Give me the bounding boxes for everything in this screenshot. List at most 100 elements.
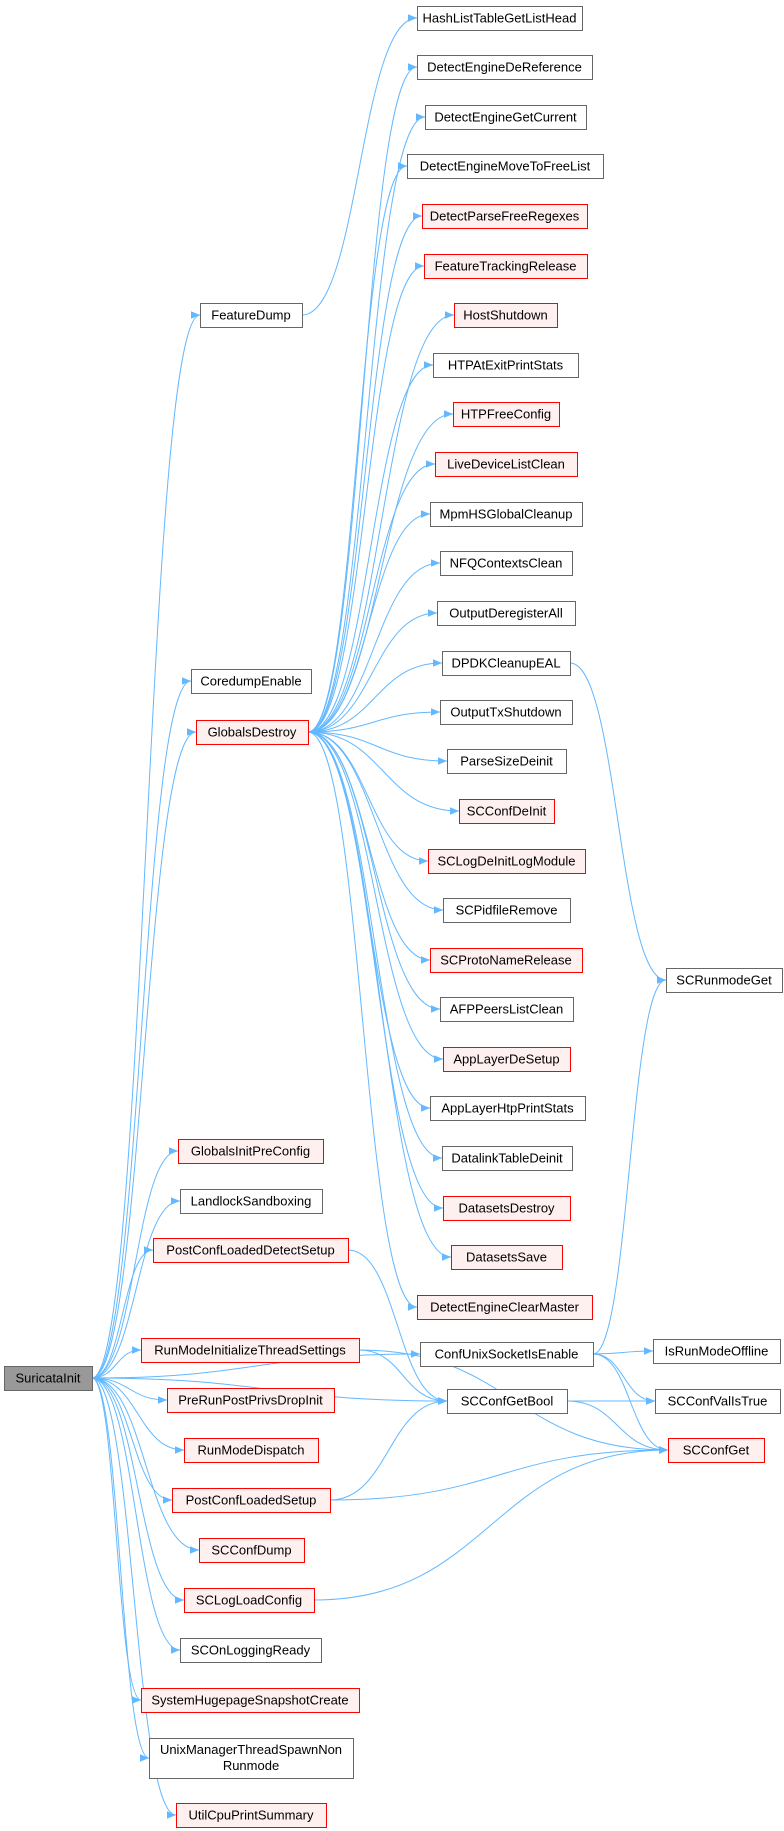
node-box bbox=[167, 1388, 335, 1413]
node-host-shutdown[interactable]: HostShutdown bbox=[454, 303, 558, 328]
edge-globals-destroy-to-nfq-contexts-clean bbox=[307, 559, 441, 733]
node-sc-on-logging-ready[interactable]: SCOnLoggingReady bbox=[180, 1638, 322, 1663]
node-globals-init-pre-config[interactable]: GlobalsInitPreConfig bbox=[178, 1139, 324, 1164]
edge-suricata-init-to-feature-dump bbox=[91, 311, 201, 1379]
node-label: UtilCpuPrintSummary bbox=[189, 1808, 314, 1823]
node-detect-engine-clear-master[interactable]: DetectEngineClearMaster bbox=[417, 1295, 593, 1320]
edge-globals-destroy-to-host-shutdown bbox=[307, 311, 455, 733]
node-parse-size-deinit[interactable]: ParseSizeDeinit bbox=[447, 749, 567, 774]
node-box bbox=[191, 669, 312, 694]
node-sc-log-de-init-log-module[interactable]: SCLogDeInitLogModule bbox=[428, 849, 586, 874]
edge-globals-destroy-to-app-layer-de-setup bbox=[307, 731, 444, 1063]
node-label: MpmHSGlobalCleanup bbox=[440, 507, 573, 522]
node-label: SCPidfileRemove bbox=[456, 903, 558, 918]
node-is-run-mode-offline[interactable]: IsRunModeOffline bbox=[653, 1339, 781, 1364]
node-dpdk-cleanup-eal[interactable]: DPDKCleanupEAL bbox=[442, 651, 571, 676]
node-afp-peers-list-clean[interactable]: AFPPeersListClean bbox=[440, 997, 574, 1022]
node-nfq-contexts-clean[interactable]: NFQContextsClean bbox=[440, 551, 573, 576]
node-label: SCConfDeInit bbox=[467, 804, 547, 819]
node-htp-free-config[interactable]: HTPFreeConfig bbox=[453, 402, 560, 427]
node-post-conf-loaded-setup[interactable]: PostConfLoadedSetup bbox=[172, 1488, 331, 1513]
node-detect-parse-free-regexes[interactable]: DetectParseFreeRegexes bbox=[422, 204, 588, 229]
node-live-device-list-clean[interactable]: LiveDeviceListClean bbox=[435, 452, 578, 477]
node-sc-conf-val-is-true[interactable]: SCConfValIsTrue bbox=[655, 1389, 781, 1414]
node-htp-at-exit-print-stats[interactable]: HTPAtExitPrintStats bbox=[433, 353, 579, 378]
edge-suricata-init-to-landlock-sandboxing bbox=[91, 1197, 181, 1379]
edge-suricata-init-to-run-mode-initialize-thread-settings bbox=[91, 1346, 142, 1379]
node-datasets-destroy[interactable]: DatasetsDestroy bbox=[443, 1196, 571, 1221]
node-label: GlobalsDestroy bbox=[208, 725, 297, 740]
node-sc-conf-dump[interactable]: SCConfDump bbox=[199, 1538, 305, 1563]
node-box bbox=[176, 1803, 327, 1828]
node-util-cpu-print-summary[interactable]: UtilCpuPrintSummary bbox=[176, 1803, 327, 1828]
node-globals-destroy[interactable]: GlobalsDestroy bbox=[196, 720, 309, 745]
node-sc-conf-de-init[interactable]: SCConfDeInit bbox=[459, 799, 555, 824]
node-sc-conf-get-bool[interactable]: SCConfGetBool bbox=[447, 1389, 568, 1414]
node-post-conf-loaded-detect-setup[interactable]: PostConfLoadedDetectSetup bbox=[153, 1238, 349, 1263]
node-label: SCLogLoadConfig bbox=[196, 1593, 302, 1608]
node-feature-dump[interactable]: FeatureDump bbox=[200, 303, 303, 328]
node-sc-log-load-config[interactable]: SCLogLoadConfig bbox=[184, 1588, 315, 1613]
node-box bbox=[417, 55, 593, 80]
node-label: SCConfGet bbox=[683, 1443, 750, 1458]
node-box bbox=[442, 651, 571, 676]
edge-conf-unix-socket-is-enable-to-sc-conf-get bbox=[592, 1353, 669, 1454]
node-sc-pidfile-remove[interactable]: SCPidfileRemove bbox=[443, 898, 571, 923]
node-label: NFQContextsClean bbox=[450, 556, 563, 571]
node-label: SCLogDeInitLogModule bbox=[437, 854, 575, 869]
node-sc-conf-get[interactable]: SCConfGet bbox=[668, 1438, 765, 1463]
node-run-mode-dispatch[interactable]: RunModeDispatch bbox=[184, 1438, 319, 1463]
node-box bbox=[407, 154, 604, 179]
edge-globals-destroy-to-detect-engine-get-current bbox=[307, 113, 426, 733]
edge-suricata-init-to-globals-init-pre-config bbox=[91, 1147, 179, 1379]
node-system-hugepage-snapshot-create[interactable]: SystemHugepageSnapshotCreate bbox=[141, 1688, 360, 1713]
edge-run-mode-initialize-thread-settings-to-sc-conf-get-bool bbox=[358, 1349, 448, 1405]
node-box bbox=[443, 898, 571, 923]
edge-globals-destroy-to-datalink-table-deinit bbox=[307, 731, 443, 1162]
node-output-deregister-all[interactable]: OutputDeregisterAll bbox=[437, 601, 576, 626]
node-label: PostConfLoadedDetectSetup bbox=[166, 1243, 334, 1258]
node-datalink-table-deinit[interactable]: DatalinkTableDeinit bbox=[442, 1146, 573, 1171]
node-box bbox=[666, 968, 783, 993]
node-box bbox=[428, 849, 586, 874]
edge-globals-destroy-to-mpm-hs-global-cleanup bbox=[307, 510, 431, 733]
node-conf-unix-socket-is-enable[interactable]: ConfUnixSocketIsEnable bbox=[420, 1342, 594, 1367]
node-suricata-init[interactable]: SuricataInit bbox=[4, 1366, 93, 1391]
edge-suricata-init-to-sc-log-load-config bbox=[91, 1377, 185, 1604]
node-sc-proto-name-release[interactable]: SCProtoNameRelease bbox=[430, 948, 583, 973]
node-detect-engine-de-reference[interactable]: DetectEngineDeReference bbox=[417, 55, 593, 80]
node-label: HostShutdown bbox=[463, 308, 548, 323]
node-box bbox=[422, 204, 588, 229]
node-pre-run-post-privs-drop-init[interactable]: PreRunPostPrivsDropInit bbox=[167, 1388, 335, 1413]
node-output-tx-shutdown[interactable]: OutputTxShutdown bbox=[440, 700, 573, 725]
edge-conf-unix-socket-is-enable-to-sc-runmode-get bbox=[592, 976, 667, 1355]
edge-globals-destroy-to-detect-engine-move-to-free-list bbox=[307, 162, 408, 733]
node-hash-list-table-get-list-head[interactable]: HashListTableGetListHead bbox=[417, 6, 583, 31]
node-label: HTPAtExitPrintStats bbox=[448, 358, 564, 373]
node-detect-engine-move-to-free-list[interactable]: DetectEngineMoveToFreeList bbox=[407, 154, 604, 179]
edge-suricata-init-to-coredump-enable bbox=[91, 677, 192, 1379]
node-mpm-hs-global-cleanup[interactable]: MpmHSGlobalCleanup bbox=[430, 502, 583, 527]
edge-suricata-init-to-sc-on-logging-ready bbox=[91, 1377, 181, 1654]
node-box bbox=[668, 1438, 765, 1463]
edge-layer bbox=[91, 14, 669, 1819]
node-feature-tracking-release[interactable]: FeatureTrackingRelease bbox=[424, 254, 588, 279]
node-run-mode-initialize-thread-settings[interactable]: RunModeInitializeThreadSettings bbox=[141, 1338, 360, 1363]
node-datasets-save[interactable]: DatasetsSave bbox=[451, 1245, 563, 1270]
node-box bbox=[440, 551, 573, 576]
node-box bbox=[141, 1338, 360, 1363]
node-box bbox=[447, 749, 567, 774]
edge-suricata-init-to-post-conf-loaded-detect-setup bbox=[91, 1246, 154, 1379]
node-app-layer-htp-print-stats[interactable]: AppLayerHtpPrintStats bbox=[430, 1096, 586, 1121]
node-detect-engine-get-current[interactable]: DetectEngineGetCurrent bbox=[425, 105, 587, 130]
node-landlock-sandboxing[interactable]: LandlockSandboxing bbox=[180, 1189, 323, 1214]
node-sc-runmode-get[interactable]: SCRunmodeGet bbox=[666, 968, 783, 993]
edge-globals-destroy-to-output-tx-shutdown bbox=[307, 708, 441, 733]
edge-dpdk-cleanup-eal-to-sc-runmode-get bbox=[569, 662, 667, 984]
node-box bbox=[655, 1389, 781, 1414]
node-coredump-enable[interactable]: CoredumpEnable bbox=[191, 669, 312, 694]
edge-globals-destroy-to-afp-peers-list-clean bbox=[307, 731, 441, 1013]
node-box bbox=[447, 1389, 568, 1414]
node-app-layer-de-setup[interactable]: AppLayerDeSetup bbox=[443, 1047, 571, 1072]
